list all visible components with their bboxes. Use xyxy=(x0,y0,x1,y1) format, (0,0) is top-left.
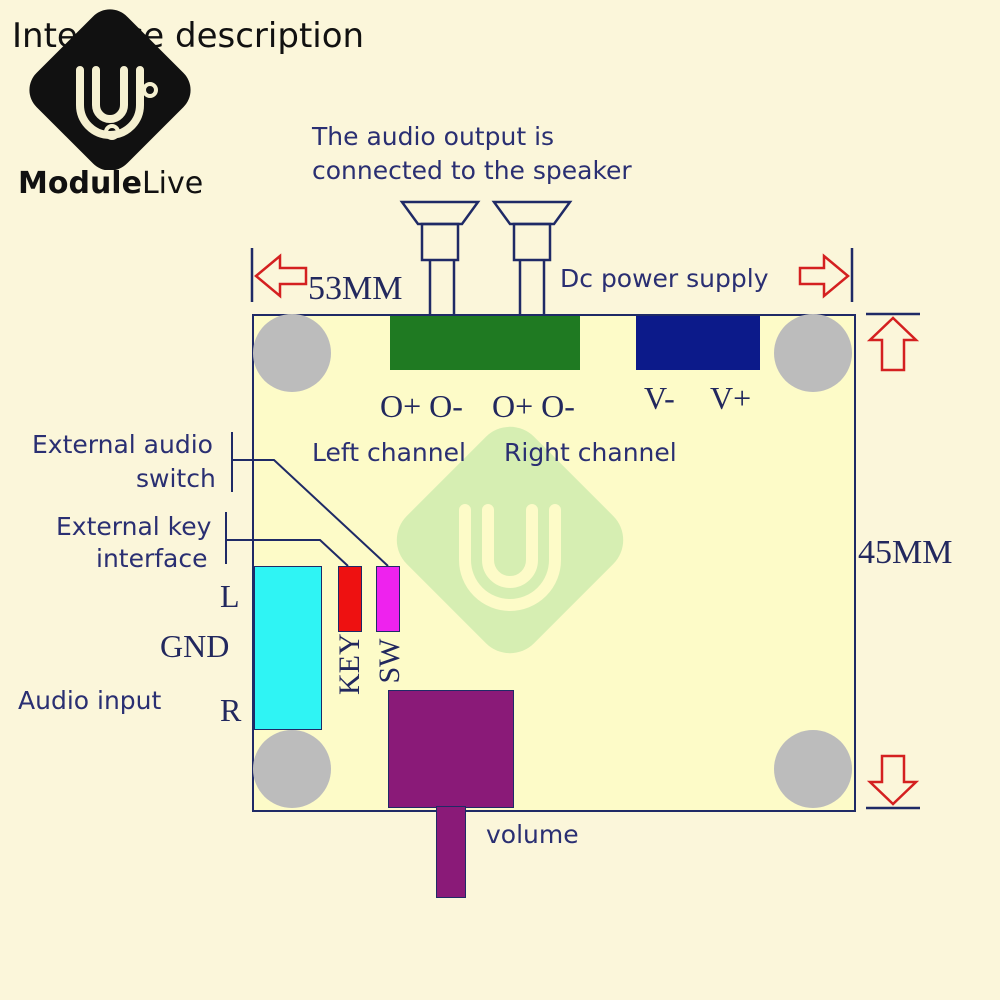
volume-label: volume xyxy=(486,820,579,849)
brand-name-bold: Module xyxy=(18,166,142,201)
left-channel-pins: O+ O- xyxy=(380,388,463,424)
key-connector xyxy=(338,566,362,632)
brand-name: ModuleLive xyxy=(18,166,203,201)
mounting-hole-top-left xyxy=(253,314,331,392)
pcb-board xyxy=(252,314,856,812)
power-connector xyxy=(636,316,760,370)
right-channel-pins: O+ O- xyxy=(492,388,575,424)
brand-name-light: Live xyxy=(141,166,204,201)
speaker-icons xyxy=(399,200,573,316)
height-arrow-top-icon xyxy=(866,316,920,372)
external-audio-switch-label-line2: switch xyxy=(136,464,216,493)
sw-label: SW xyxy=(373,638,406,684)
power-pin-vplus: V+ xyxy=(710,380,752,416)
audio-output-label-line2: connected to the speaker xyxy=(312,156,632,185)
modulelive-logo-icon xyxy=(29,9,191,170)
audio-pin-gnd: GND xyxy=(160,628,230,664)
audio-input-label: Audio input xyxy=(18,686,162,715)
left-speaker-icon xyxy=(399,200,481,316)
external-audio-switch-label-line1: External audio xyxy=(32,430,213,459)
external-key-label-line1: External key xyxy=(56,512,212,541)
sw-connector xyxy=(376,566,400,632)
width-dimension: 53MM xyxy=(308,270,403,307)
key-label: KEY xyxy=(333,633,366,695)
mounting-hole-bottom-left xyxy=(253,730,331,808)
audio-output-label-line1: The audio output is xyxy=(312,122,555,151)
audio-pin-r: R xyxy=(220,692,242,728)
height-arrow-bottom-icon xyxy=(866,754,920,806)
height-dimension: 45MM xyxy=(858,534,953,571)
volume-potentiometer xyxy=(388,690,514,808)
volume-shaft xyxy=(436,806,466,898)
audio-pin-l: L xyxy=(220,578,240,614)
right-speaker-icon xyxy=(491,200,573,316)
right-channel-label: Right channel xyxy=(504,438,677,467)
external-key-label-line2: interface xyxy=(96,544,208,573)
dc-power-label: Dc power supply xyxy=(560,264,769,293)
audio-input-connector xyxy=(254,566,322,730)
left-channel-label: Left channel xyxy=(312,438,466,467)
mounting-hole-top-right xyxy=(774,314,852,392)
speaker-output-connector xyxy=(390,316,580,370)
mounting-hole-bottom-right xyxy=(774,730,852,808)
width-arrow-right-icon xyxy=(798,253,850,299)
power-pin-vminus: V- xyxy=(644,380,675,416)
watermark-logo-icon xyxy=(396,426,624,654)
width-arrow-left-icon xyxy=(254,253,308,299)
brand-logo: ModuleLive xyxy=(0,0,220,210)
